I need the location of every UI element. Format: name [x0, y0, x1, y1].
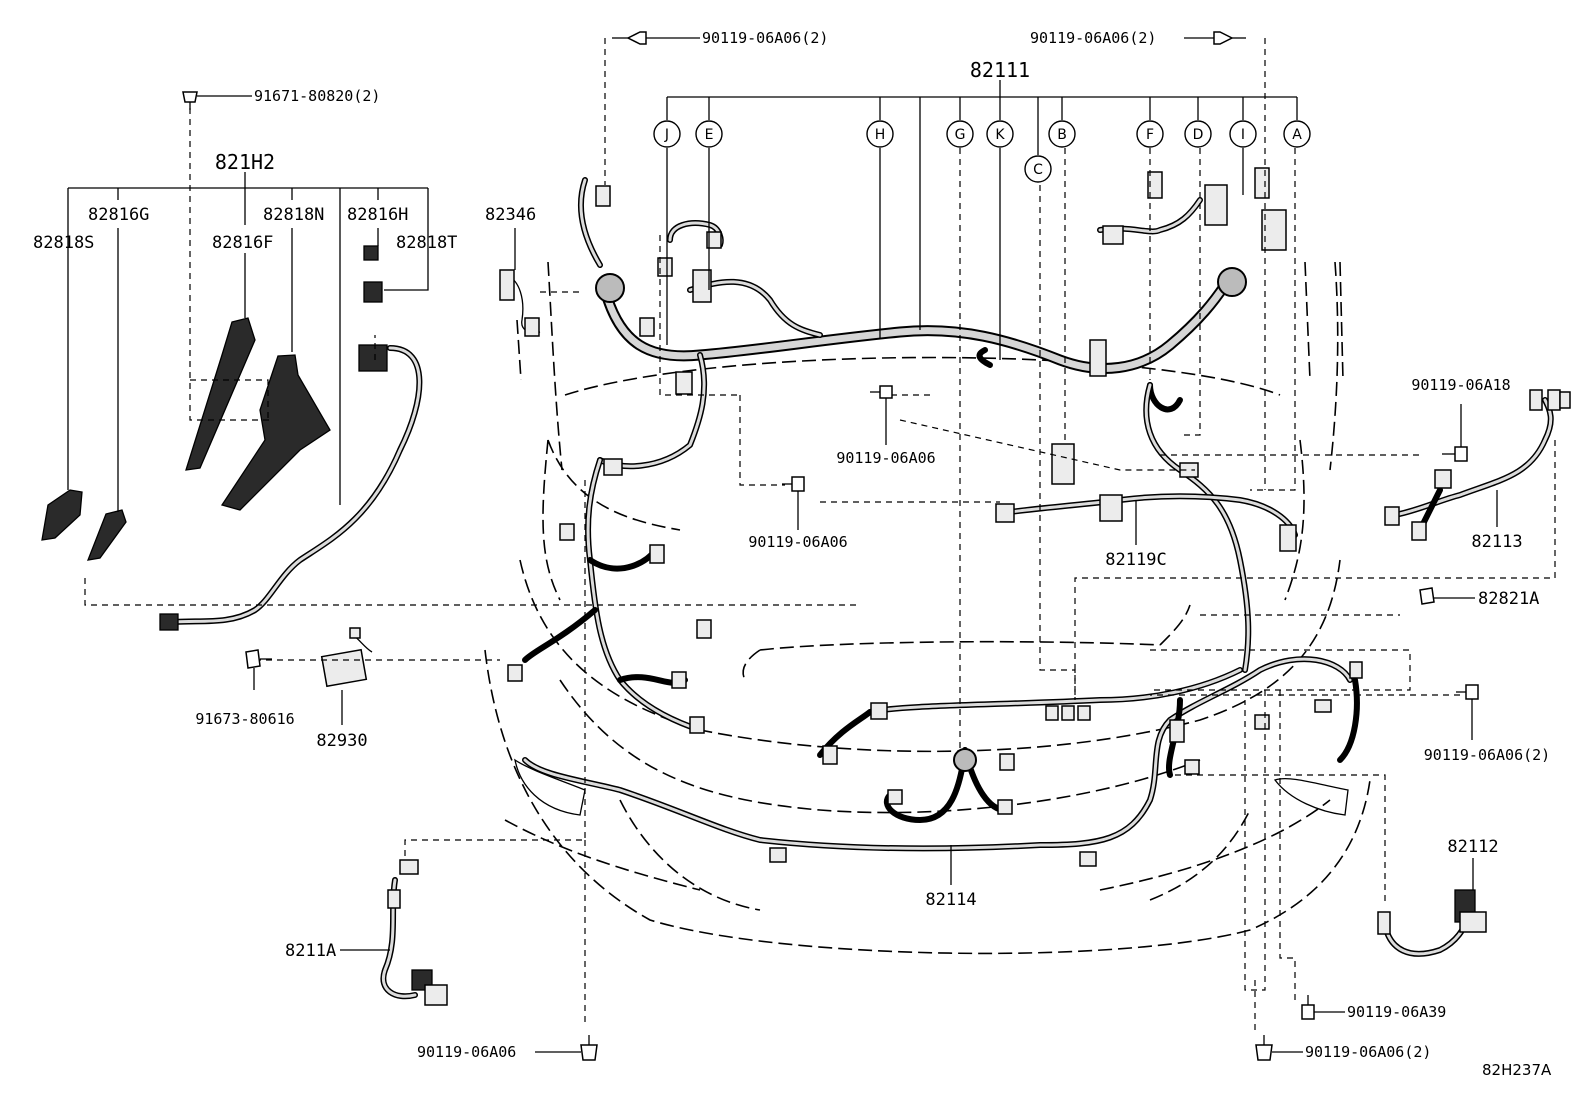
bumper-wire-harness-82114: [522, 656, 1363, 867]
part-number-labels: 82111 821H2 82816G 82818S 82816F 82818N …: [33, 58, 1539, 961]
branch-letter-j: J: [664, 127, 669, 143]
branch-marker-f: [1136, 120, 1164, 148]
branch-letter-d: D: [1193, 127, 1204, 143]
label-8211a: 8211A: [285, 941, 336, 961]
branch-marker-c: [1024, 155, 1052, 183]
harness-82119c: [995, 443, 1298, 552]
label-82816g: 82816G: [88, 205, 149, 225]
branch-letter-f: F: [1146, 127, 1154, 143]
fastener-label-91673: 91673-80616: [195, 710, 294, 728]
branch-marker-h: [866, 120, 894, 148]
left-side-harness: [507, 457, 712, 734]
branch-letters: J E H G K C B F D I A: [664, 127, 1302, 178]
bracket-82346: [499, 269, 541, 337]
branch-marker-j: [653, 120, 681, 148]
relay-82930: [320, 627, 373, 688]
branch-marker-b: [1048, 120, 1076, 148]
leader-lines: [67, 37, 1498, 1053]
label-821h2: 821H2: [215, 150, 275, 174]
bolt-icon: [182, 31, 1479, 1061]
fastener-label-top-left: 90119-06A06(2): [702, 29, 828, 47]
cover-group-821h2: [41, 245, 423, 631]
label-82816f: 82816F: [212, 233, 273, 253]
branch-letter-h: H: [875, 127, 886, 143]
fastener-label-right-a06: 90119-06A06(2): [1424, 746, 1550, 764]
engine-wire-harness-82111: [577, 167, 1287, 673]
label-82346: 82346: [485, 205, 536, 225]
branch-letter-b: B: [1057, 127, 1067, 143]
fastener-label-a39: 90119-06A39: [1347, 1003, 1446, 1021]
label-82816h: 82816H: [347, 205, 408, 225]
branch-letter-k: K: [995, 127, 1005, 143]
fastener-label-center: 90119-06A06: [748, 533, 847, 551]
branch-marker-a: [1283, 120, 1311, 148]
branch-marker-i: [1229, 120, 1257, 148]
harness-8211a: [380, 859, 448, 1006]
branch-letter-c: C: [1033, 162, 1043, 178]
fastener-label-top-right: 90119-06A06(2): [1030, 29, 1156, 47]
harness-82113: [1384, 389, 1571, 541]
fastener-label-91671: 91671-80820(2): [254, 87, 380, 105]
branch-letter-g: G: [955, 127, 966, 143]
vehicle-body-outline: [484, 261, 1371, 955]
branch-letter-e: E: [705, 127, 714, 143]
fastener-label-a18: 90119-06A18: [1411, 376, 1510, 394]
diagram-code: 82H237A: [1482, 1061, 1552, 1079]
label-82930: 82930: [316, 731, 367, 751]
label-82112: 82112: [1447, 837, 1498, 857]
reference-lines: [84, 38, 1556, 1035]
label-82821a: 82821A: [1478, 589, 1539, 609]
branch-marker-d: [1184, 120, 1212, 148]
branch-marker-g: [946, 120, 974, 148]
label-82113: 82113: [1471, 532, 1522, 552]
label-82818s: 82818S: [33, 233, 94, 253]
label-82818t: 82818T: [396, 233, 457, 253]
fastener-label-mid: 90119-06A06: [836, 449, 935, 467]
label-82111: 82111: [970, 58, 1030, 82]
label-82114: 82114: [925, 890, 976, 910]
branch-circles: [653, 120, 1311, 183]
branch-letter-i: I: [1241, 127, 1245, 143]
branch-letter-a: A: [1292, 127, 1302, 143]
branch-marker-k: [986, 120, 1014, 148]
label-82119c: 82119C: [1105, 550, 1166, 570]
branch-marker-e: [695, 120, 723, 148]
fastener-labels: 90119-06A06(2) 90119-06A06(2) 91671-8082…: [195, 29, 1550, 1061]
label-82818n: 82818N: [263, 205, 324, 225]
fastener-label-bottom-right: 90119-06A06(2): [1305, 1043, 1431, 1061]
fastener-label-bottom-left: 90119-06A06: [417, 1043, 516, 1061]
harness-82112: [1377, 889, 1487, 957]
